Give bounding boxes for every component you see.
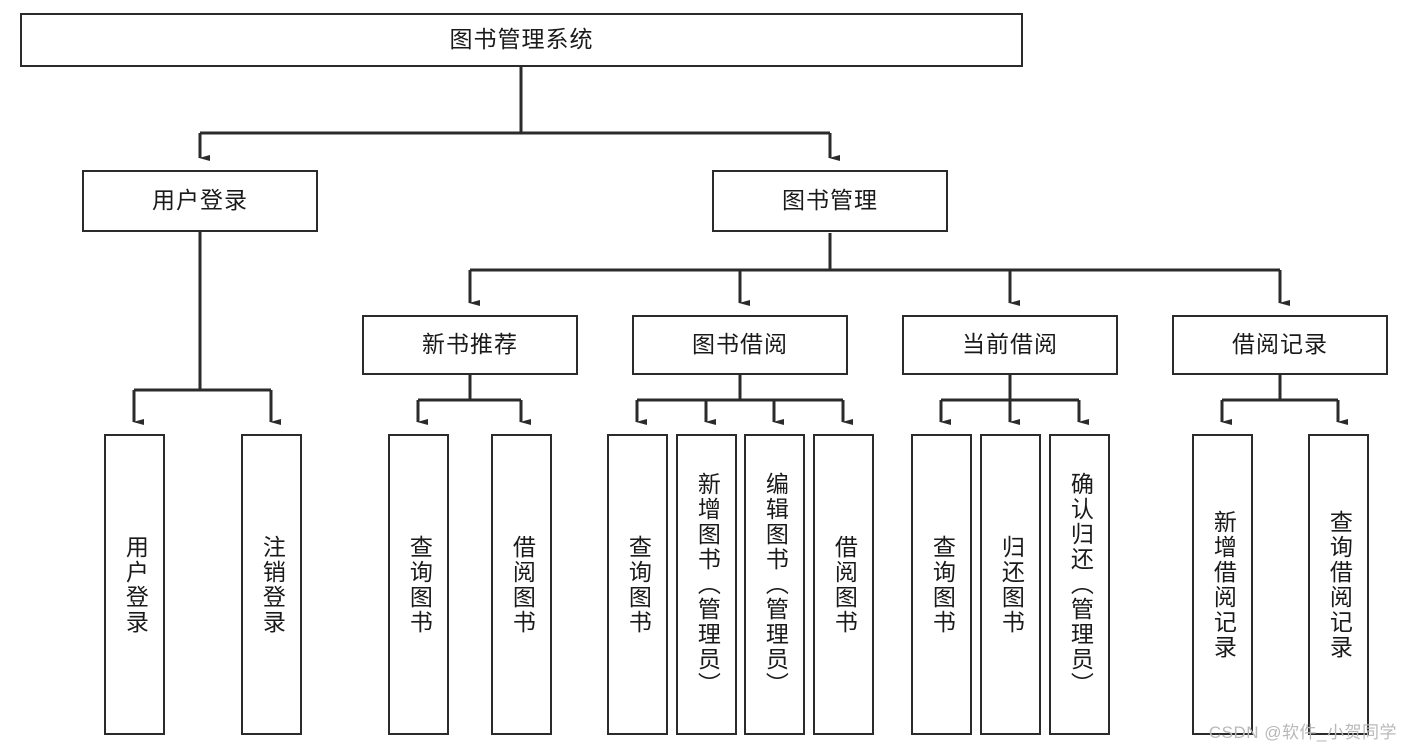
node-book-manage-label: 图书管理 bbox=[782, 187, 878, 214]
leaf-borrow-record-2[interactable]: 查询借阅记录 bbox=[1308, 434, 1369, 735]
leaf-new-book-1-label: 查询图书 bbox=[406, 534, 433, 635]
leaf-book-borrow-2-label: 新增图书（管理员） bbox=[694, 472, 721, 697]
leaf-new-book-2[interactable]: 借阅图书 bbox=[491, 434, 552, 735]
node-new-book-recommend-label: 新书推荐 bbox=[422, 331, 518, 358]
leaf-borrow-record-1-label: 新增借阅记录 bbox=[1210, 509, 1237, 660]
leaf-borrow-record-1[interactable]: 新增借阅记录 bbox=[1192, 434, 1253, 735]
node-book-manage[interactable]: 图书管理 bbox=[712, 170, 948, 232]
leaf-new-book-1[interactable]: 查询图书 bbox=[388, 434, 449, 735]
node-new-book-recommend[interactable]: 新书推荐 bbox=[362, 315, 578, 375]
leaf-book-borrow-4[interactable]: 借阅图书 bbox=[813, 434, 874, 735]
leaf-book-borrow-3-label: 编辑图书（管理员） bbox=[762, 472, 789, 697]
leaf-user-login-1[interactable]: 用户登录 bbox=[104, 434, 165, 735]
leaf-current-borrow-2-label: 归还图书 bbox=[998, 534, 1025, 635]
leaf-user-login-2[interactable]: 注销登录 bbox=[241, 434, 302, 735]
watermark: CSDN @软件_小贺同学 bbox=[1208, 723, 1397, 742]
node-user-login[interactable]: 用户登录 bbox=[82, 170, 318, 232]
leaf-current-borrow-1[interactable]: 查询图书 bbox=[911, 434, 972, 735]
leaf-current-borrow-3-label: 确认归还（管理员） bbox=[1067, 472, 1094, 697]
node-root[interactable]: 图书管理系统 bbox=[20, 13, 1023, 67]
node-book-borrow-label: 图书借阅 bbox=[692, 331, 788, 358]
node-current-borrow[interactable]: 当前借阅 bbox=[902, 315, 1118, 375]
node-borrow-record-label: 借阅记录 bbox=[1232, 331, 1328, 358]
node-user-login-label: 用户登录 bbox=[152, 187, 248, 214]
leaf-new-book-2-label: 借阅图书 bbox=[509, 534, 536, 635]
leaf-book-borrow-2[interactable]: 新增图书（管理员） bbox=[676, 434, 737, 735]
leaf-user-login-2-label: 注销登录 bbox=[259, 534, 286, 635]
leaf-book-borrow-1-label: 查询图书 bbox=[625, 534, 652, 635]
node-borrow-record[interactable]: 借阅记录 bbox=[1172, 315, 1388, 375]
node-book-borrow[interactable]: 图书借阅 bbox=[632, 315, 848, 375]
node-current-borrow-label: 当前借阅 bbox=[962, 331, 1058, 358]
leaf-current-borrow-3[interactable]: 确认归还（管理员） bbox=[1049, 434, 1110, 735]
leaf-borrow-record-2-label: 查询借阅记录 bbox=[1326, 509, 1353, 660]
leaf-book-borrow-1[interactable]: 查询图书 bbox=[607, 434, 668, 735]
leaf-current-borrow-1-label: 查询图书 bbox=[929, 534, 956, 635]
leaf-current-borrow-2[interactable]: 归还图书 bbox=[980, 434, 1041, 735]
node-root-label: 图书管理系统 bbox=[449, 26, 594, 53]
leaf-user-login-1-label: 用户登录 bbox=[122, 534, 149, 635]
leaf-book-borrow-4-label: 借阅图书 bbox=[831, 534, 858, 635]
leaf-book-borrow-3[interactable]: 编辑图书（管理员） bbox=[744, 434, 805, 735]
